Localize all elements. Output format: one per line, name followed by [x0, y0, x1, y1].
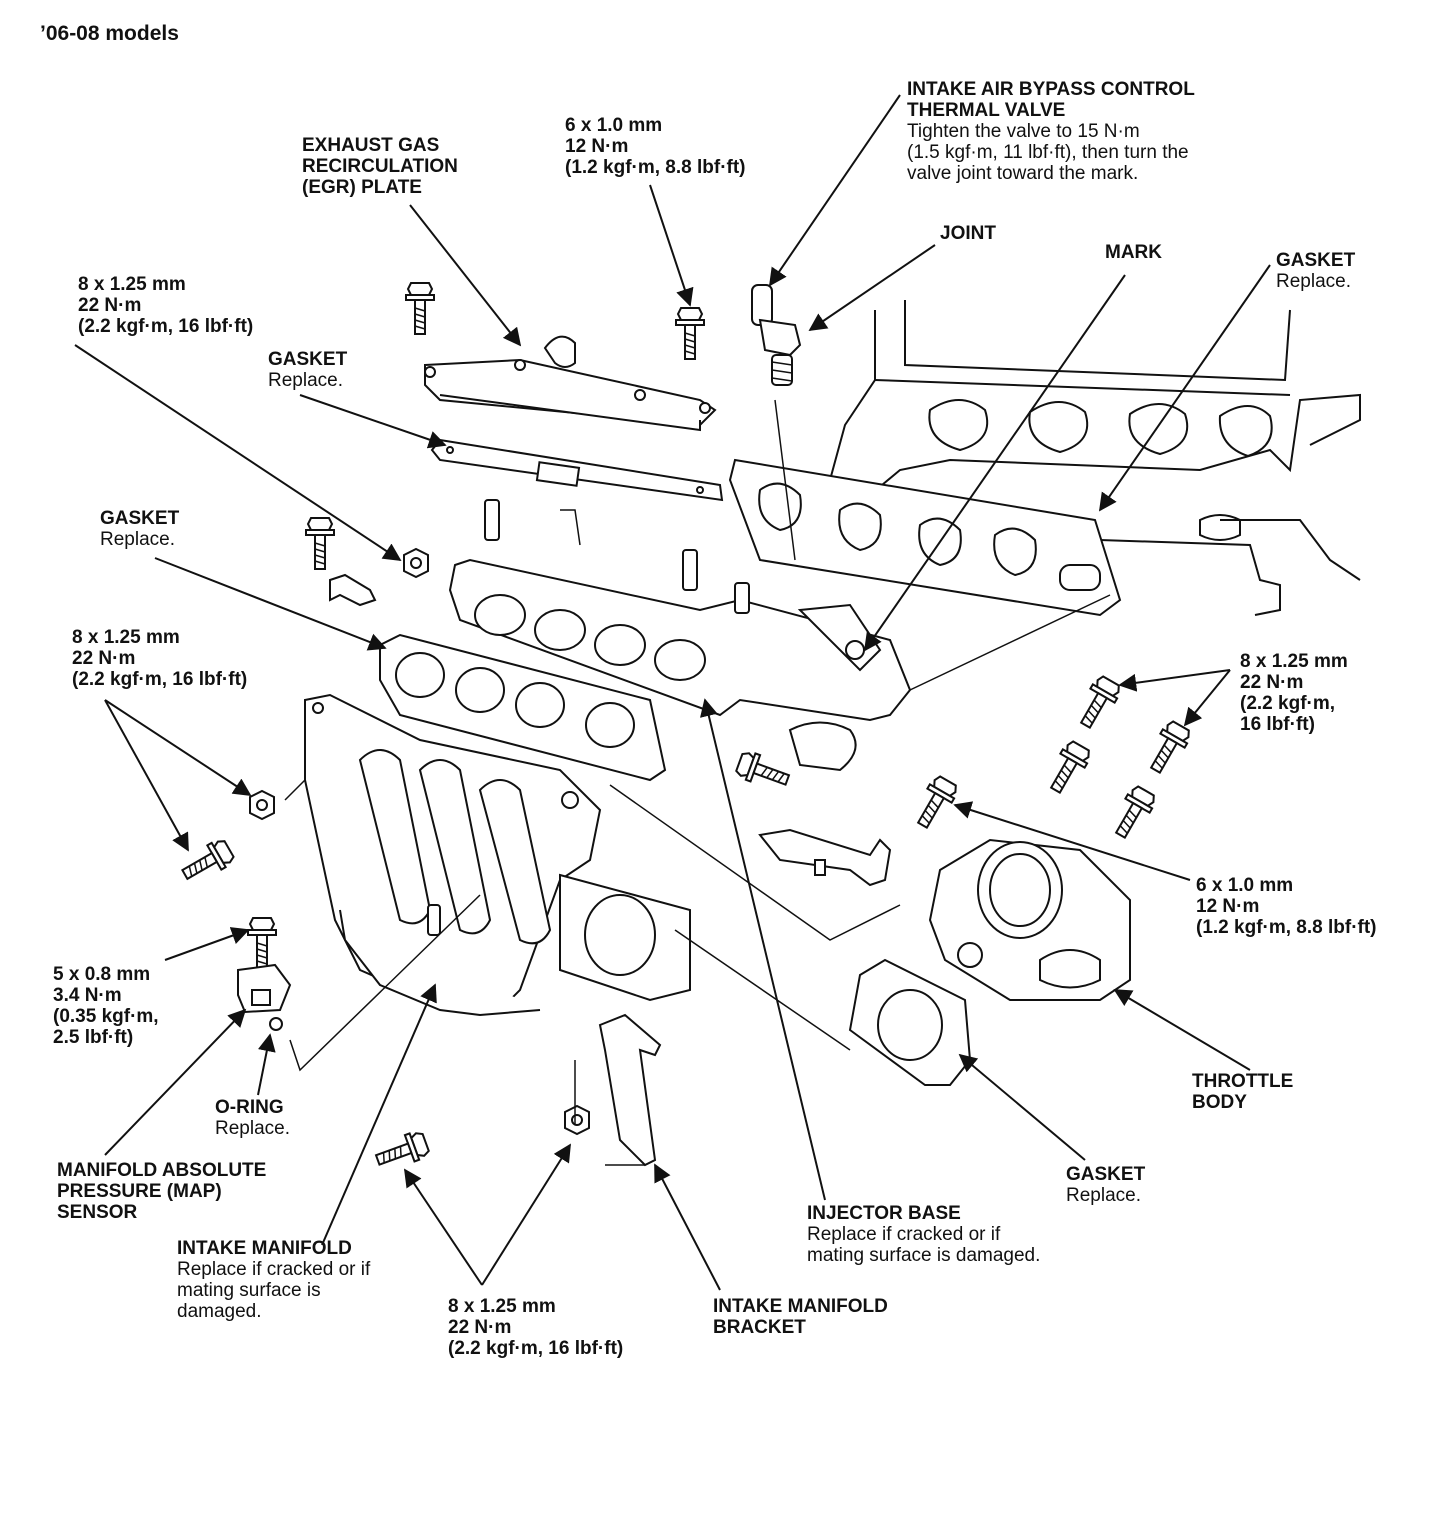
intake-manifold — [304, 693, 602, 1017]
throttle-body-label: THROTTLE BODY — [1192, 1071, 1294, 1113]
mid-left-bolt-spec: 8 x 1.25 mm 22 N·m (2.2 kgf·m, 16 lbf·ft… — [72, 627, 248, 690]
nut-upper-left — [403, 548, 429, 578]
manifold-bracket-label: INTAKE MANIFOLD BRACKET — [713, 1296, 888, 1338]
bolt-upper-left — [305, 517, 335, 570]
manifold-gasket-left — [379, 633, 667, 782]
gasket-top-right-label: GASKET Replace. — [1276, 250, 1356, 292]
egr-bolt-spec: 6 x 1.0 mm 12 N·m (1.2 kgf·m, 8.8 lbf·ft… — [565, 115, 746, 178]
bottom-bolt-spec: 8 x 1.25 mm 22 N·m (2.2 kgf·m, 16 lbf·ft… — [448, 1296, 624, 1359]
assembly-lines — [284, 399, 1111, 1166]
models-header: ’06-08 models — [40, 22, 179, 45]
mark-label: MARK — [1105, 242, 1162, 263]
egr-plate-label: EXHAUST GAS RECIRCULATION (EGR) PLATE — [302, 135, 458, 198]
bracket-nut — [564, 1105, 590, 1135]
cylinder-head — [828, 300, 1361, 616]
map-bolt-spec: 5 x 0.8 mm 3.4 N·m (0.35 kgf·m, 2.5 lbf·… — [53, 964, 159, 1048]
bolt-mid-left — [176, 835, 238, 888]
bracket-bolt — [371, 1128, 432, 1175]
bypass-valve-label: INTAKE AIR BYPASS CONTROL THERMAL VALVE … — [907, 79, 1195, 184]
o-ring — [269, 1017, 283, 1031]
throttle-gasket — [848, 958, 972, 1086]
throttle-bolt-3 — [1142, 717, 1195, 779]
throttle-bolt-spec: 6 x 1.0 mm 12 N·m (1.2 kgf·m, 8.8 lbf·ft… — [1196, 875, 1377, 938]
egr-gasket — [430, 438, 724, 502]
throttle-bolt-1 — [1072, 672, 1125, 734]
top-left-bolt-spec: 8 x 1.25 mm 22 N·m (2.2 kgf·m, 16 lbf·ft… — [78, 274, 254, 337]
head-gasket-right — [728, 458, 1122, 617]
egr-bolt-right — [675, 307, 705, 360]
throttle-body — [928, 838, 1131, 1001]
egr-plate — [424, 335, 717, 432]
intake-manifold-label: INTAKE MANIFOLD Replace if cracked or if… — [177, 1238, 371, 1322]
joint-label: JOINT — [940, 223, 996, 244]
egr-bolt-left — [405, 282, 435, 335]
map-sensor-bolt — [247, 917, 277, 970]
map-sensor-label: MANIFOLD ABSOLUTE PRESSURE (MAP) SENSOR — [57, 1160, 267, 1223]
right-bolt-spec: 8 x 1.25 mm 22 N·m (2.2 kgf·m, 16 lbf·ft… — [1240, 651, 1348, 735]
nut-mid-left — [249, 790, 275, 820]
map-sensor — [237, 963, 292, 1014]
intake-manifold-bracket — [598, 1013, 662, 1167]
throttle-bolt-5 — [909, 772, 962, 834]
small-bracket — [329, 573, 892, 887]
bolt-front-lower — [733, 748, 794, 795]
throttle-mount-flange — [559, 873, 691, 1002]
leader-lines — [74, 94, 1271, 1291]
o-ring-label: O-RING Replace. — [215, 1097, 290, 1139]
gasket-egr-label: GASKET Replace. — [268, 349, 348, 391]
injector-base — [448, 499, 912, 772]
gasket-throttle-label: GASKET Replace. — [1066, 1164, 1146, 1206]
bypass-control-valve — [751, 284, 802, 386]
throttle-bolt-2 — [1042, 737, 1095, 799]
injector-base-label: INJECTOR BASE Replace if cracked or if m… — [807, 1203, 1041, 1266]
gasket-left-label: GASKET Replace. — [100, 508, 180, 550]
throttle-bolt-4 — [1107, 782, 1160, 844]
